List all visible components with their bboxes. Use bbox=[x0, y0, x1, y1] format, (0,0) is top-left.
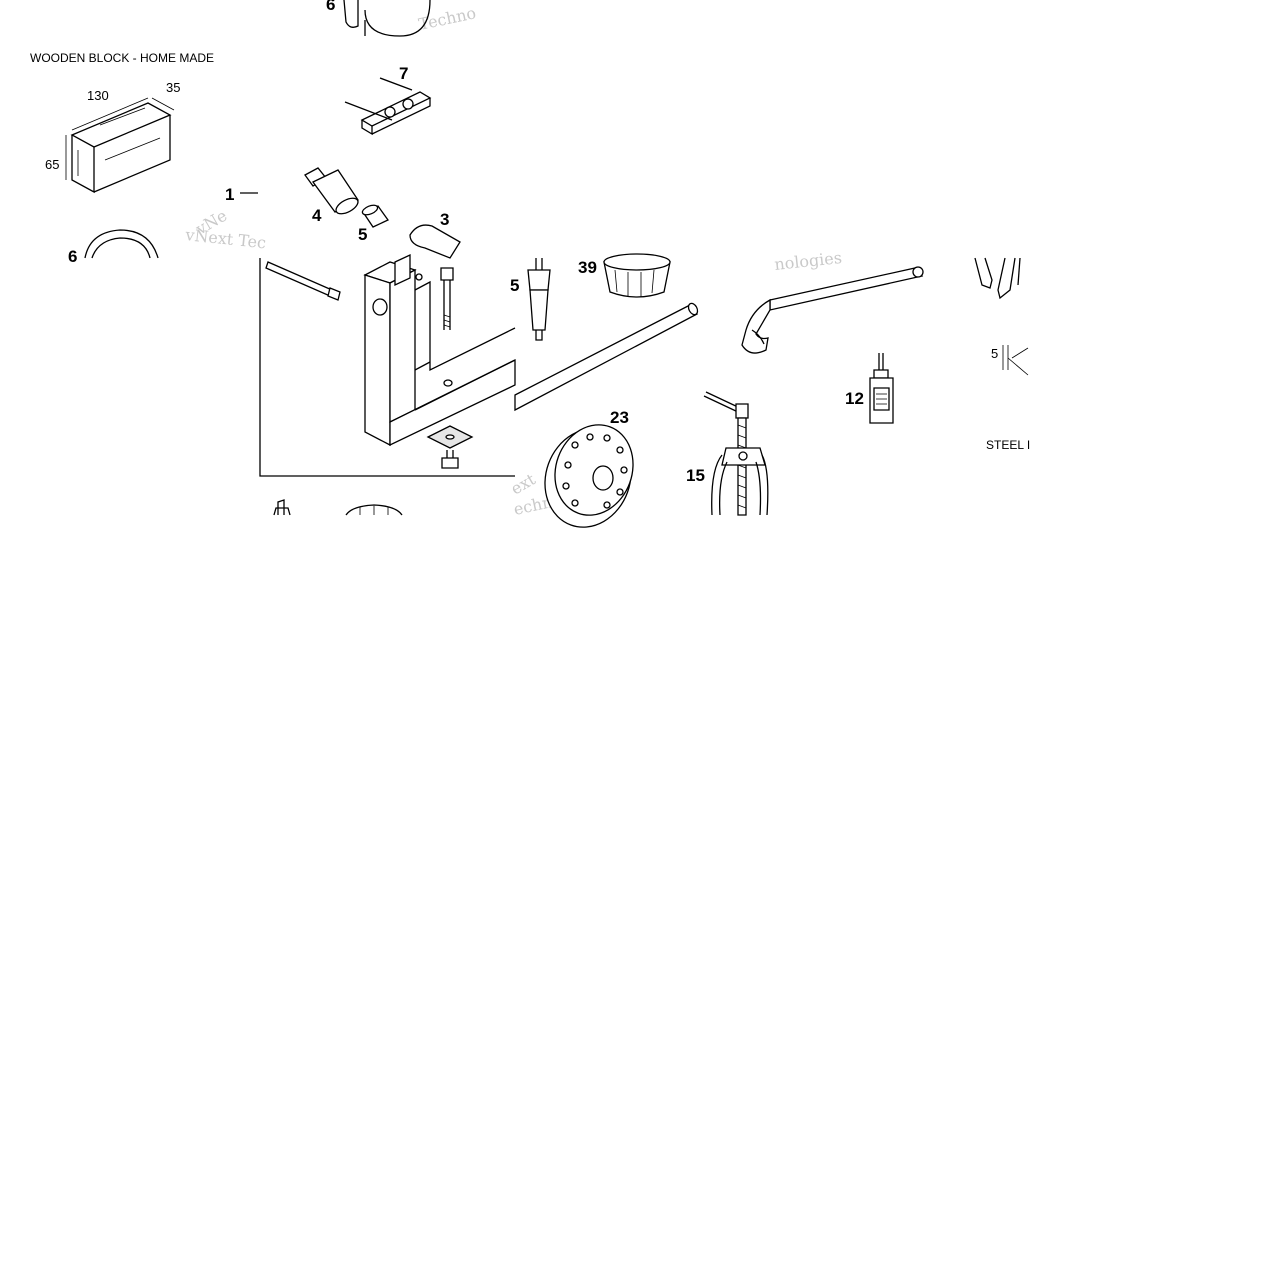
callout-1: 1 bbox=[225, 185, 234, 204]
tool-slide-hammer bbox=[527, 258, 551, 341]
tool-7-puller-bar bbox=[344, 77, 432, 136]
tool-6-ring-partial bbox=[84, 229, 159, 259]
fixture-frame bbox=[259, 253, 516, 477]
tool-bent-rod bbox=[741, 266, 924, 354]
callout-7: 7 bbox=[399, 64, 408, 83]
tool-15-gear-puller bbox=[703, 391, 769, 516]
watermark-text: nologies bbox=[773, 248, 842, 274]
bottom-partial-parts bbox=[273, 499, 403, 516]
wooden-block-caption: WOODEN BLOCK - HOME MADE bbox=[30, 51, 214, 65]
watermark-text: ext bbox=[508, 469, 540, 498]
callout-39: 39 bbox=[578, 258, 597, 277]
tool-12-sealant-bottle bbox=[869, 353, 894, 424]
callout-3: 3 bbox=[440, 210, 449, 229]
tool-39-cup bbox=[603, 253, 671, 298]
watermark-text: Techno bbox=[417, 3, 478, 34]
callout-23: 23 bbox=[610, 408, 629, 427]
dimension-height: 65 bbox=[45, 157, 59, 172]
steel-part-partial bbox=[1002, 345, 1029, 376]
callout-15: 15 bbox=[686, 466, 705, 485]
tool-6-clamp-ring bbox=[343, 0, 431, 37]
tool-23-disc bbox=[544, 424, 634, 528]
tool-tongs-partial bbox=[974, 257, 1021, 300]
tool-long-rod bbox=[514, 302, 699, 412]
dimension-small: 5 bbox=[991, 346, 998, 361]
dimension-length: 130 bbox=[87, 88, 109, 103]
callout-12: 12 bbox=[845, 389, 864, 408]
callout-4: 4 bbox=[312, 206, 322, 225]
tool-5-sleeve bbox=[361, 204, 389, 228]
wooden-block-drawing bbox=[65, 97, 175, 194]
dimension-depth: 35 bbox=[166, 80, 180, 95]
steel-caption: STEEL I bbox=[986, 438, 1030, 452]
callout-5: 5 bbox=[358, 225, 367, 244]
tool-4-adapter bbox=[304, 167, 359, 215]
callout-cut: 5 bbox=[510, 276, 519, 295]
callout-6-second: 6 bbox=[68, 247, 77, 266]
tool-3-angle-piece bbox=[409, 224, 461, 259]
callout-6: 6 bbox=[326, 0, 335, 14]
